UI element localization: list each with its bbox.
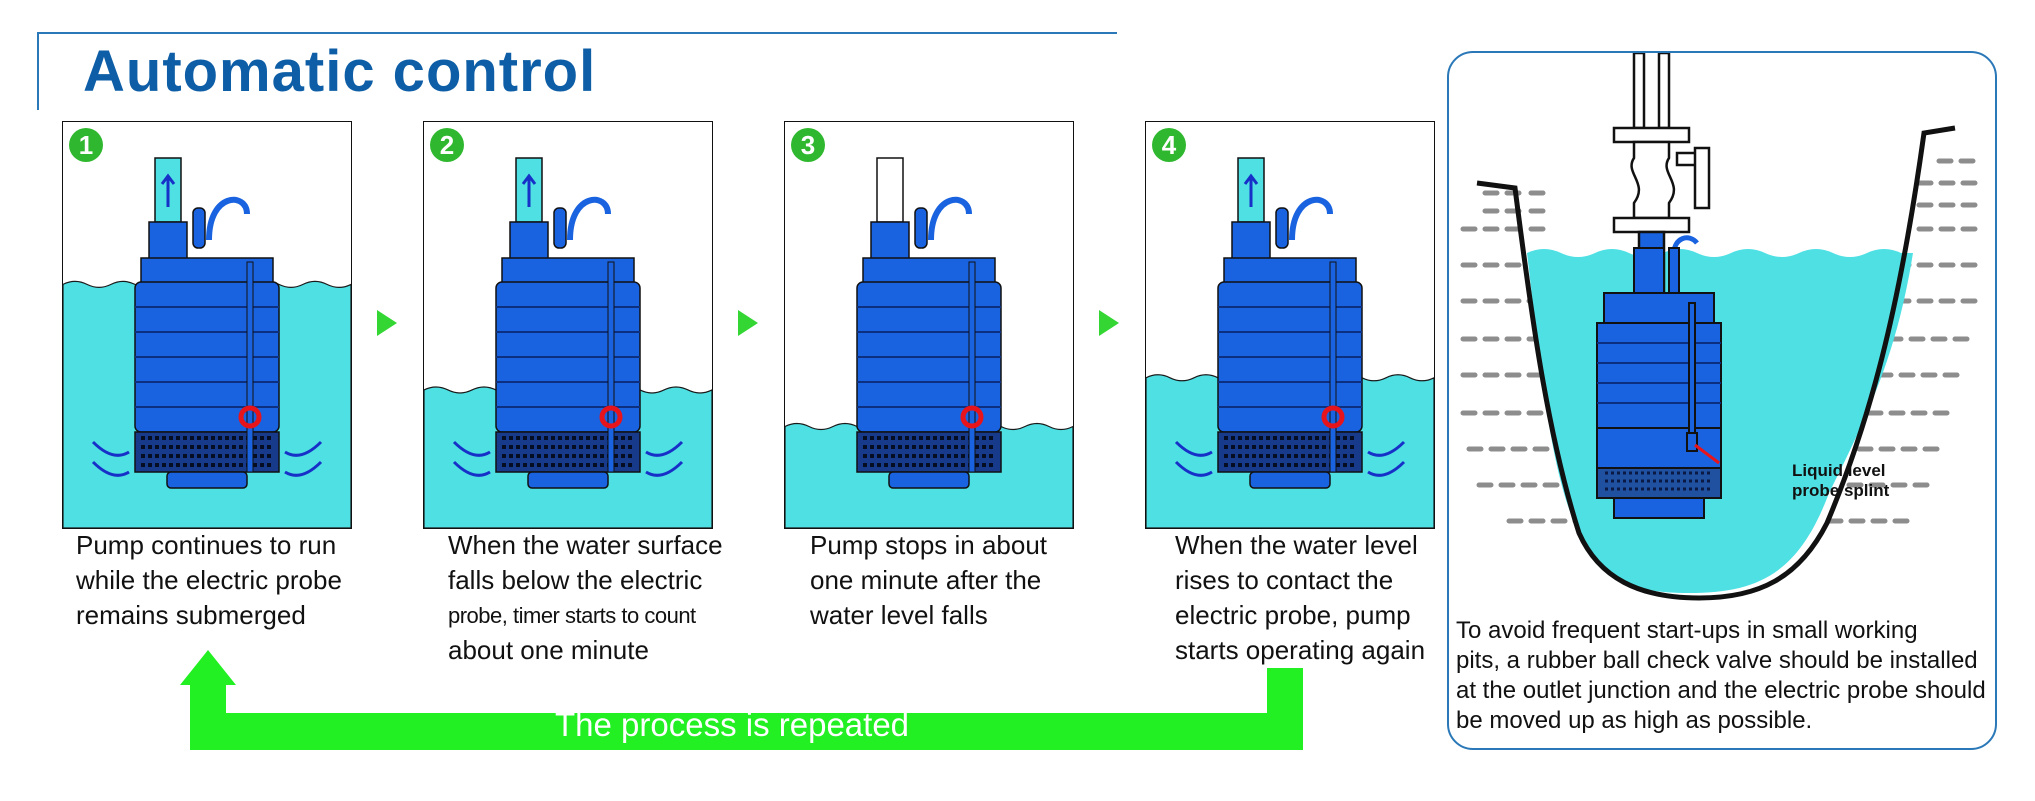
power-cable xyxy=(928,196,972,241)
pump-base xyxy=(166,471,248,489)
electric-probe xyxy=(238,405,262,429)
inflow-arrow xyxy=(284,440,323,457)
inflow-arrow xyxy=(1174,440,1213,457)
side-caption: To avoid frequent start-ups in small wor… xyxy=(1456,617,1986,734)
inflow-arrow xyxy=(284,460,323,477)
pump-illustration xyxy=(424,157,712,528)
electric-probe xyxy=(960,405,984,429)
power-cable xyxy=(1289,196,1333,241)
cable-gland xyxy=(553,207,567,249)
flow-up-arrow xyxy=(160,173,176,207)
pump-outlet xyxy=(870,221,910,263)
next-step-arrow xyxy=(377,310,397,336)
inflow-arrow xyxy=(1367,460,1406,477)
pump-illustration xyxy=(785,157,1073,528)
inflow-arrow xyxy=(645,440,684,457)
inflow-arrow xyxy=(452,440,491,457)
pump-base xyxy=(888,471,970,489)
pump-illustration xyxy=(63,157,351,528)
step-panel-3: 3 xyxy=(784,121,1074,529)
page-title: Automatic control xyxy=(83,39,597,104)
probe-rod xyxy=(246,261,254,473)
pump-illustration xyxy=(1146,157,1434,528)
cable-gland xyxy=(1275,207,1289,249)
title-side-rule xyxy=(37,32,39,110)
inflow-arrow xyxy=(645,460,684,477)
electric-probe xyxy=(1321,405,1345,429)
title-rule xyxy=(37,32,1117,34)
next-step-arrow xyxy=(1099,310,1119,336)
electric-probe xyxy=(599,405,623,429)
pit-illustration xyxy=(1460,53,1978,601)
inflow-arrow xyxy=(91,460,130,477)
probe-pointer xyxy=(1694,443,1720,465)
inflow-arrow xyxy=(452,460,491,477)
pit-pump xyxy=(1596,235,1722,519)
next-step-arrow xyxy=(738,310,758,336)
discharge-pipe xyxy=(1612,53,1711,294)
pump-base xyxy=(527,471,609,489)
probe-rod xyxy=(607,261,615,473)
loop-label: The process is repeated xyxy=(555,706,910,743)
step-panel-4: 4 xyxy=(1145,121,1435,529)
inflow-arrow xyxy=(1367,440,1406,457)
cable-gland xyxy=(914,207,928,249)
inflow-arrow xyxy=(1174,460,1213,477)
step-panel-1: 1 xyxy=(62,121,352,529)
loop-arrow-shape xyxy=(180,650,1303,750)
probe-rod xyxy=(968,261,976,473)
probe-rod xyxy=(1329,261,1337,473)
cable-gland xyxy=(192,207,206,249)
power-cable xyxy=(206,196,250,241)
inflow-arrow xyxy=(91,440,130,457)
pit-wall xyxy=(1476,125,1956,601)
step-badge: 1 xyxy=(69,128,103,162)
discharge-pipe xyxy=(876,157,904,223)
pump-base xyxy=(1249,471,1331,489)
power-cable xyxy=(567,196,611,241)
flow-up-arrow xyxy=(1243,173,1259,207)
step-badge: 3 xyxy=(791,128,825,162)
step-badge: 4 xyxy=(1152,128,1186,162)
step-badge: 2 xyxy=(430,128,464,162)
step-panel-2: 2 xyxy=(423,121,713,529)
flow-up-arrow xyxy=(521,173,537,207)
